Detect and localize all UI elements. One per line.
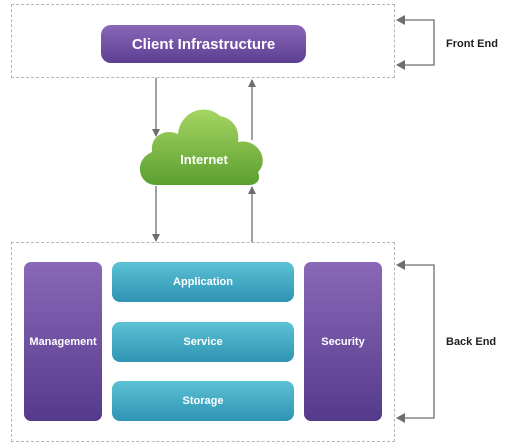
backend-region	[11, 242, 395, 442]
frontend-region	[11, 4, 395, 78]
storage-box: Storage	[112, 381, 294, 421]
application-label: Application	[173, 276, 233, 288]
client-infrastructure-box: Client Infrastructure	[101, 25, 306, 63]
management-label: Management	[29, 335, 97, 348]
client-infrastructure-label: Client Infrastructure	[131, 35, 276, 53]
front-end-label: Front End	[446, 38, 498, 50]
internet-cloud-icon	[139, 109, 263, 186]
security-label: Security	[321, 335, 365, 348]
security-box: Security	[304, 262, 382, 421]
internet-label: Internet	[180, 152, 228, 167]
service-label: Service	[183, 336, 223, 348]
application-box: Application	[112, 262, 294, 302]
management-box: Management	[24, 262, 102, 421]
service-box: Service	[112, 322, 294, 362]
backend-bracket	[396, 260, 435, 423]
frontend-bracket	[396, 15, 435, 70]
storage-label: Storage	[182, 395, 224, 407]
back-end-label: Back End	[446, 336, 497, 348]
